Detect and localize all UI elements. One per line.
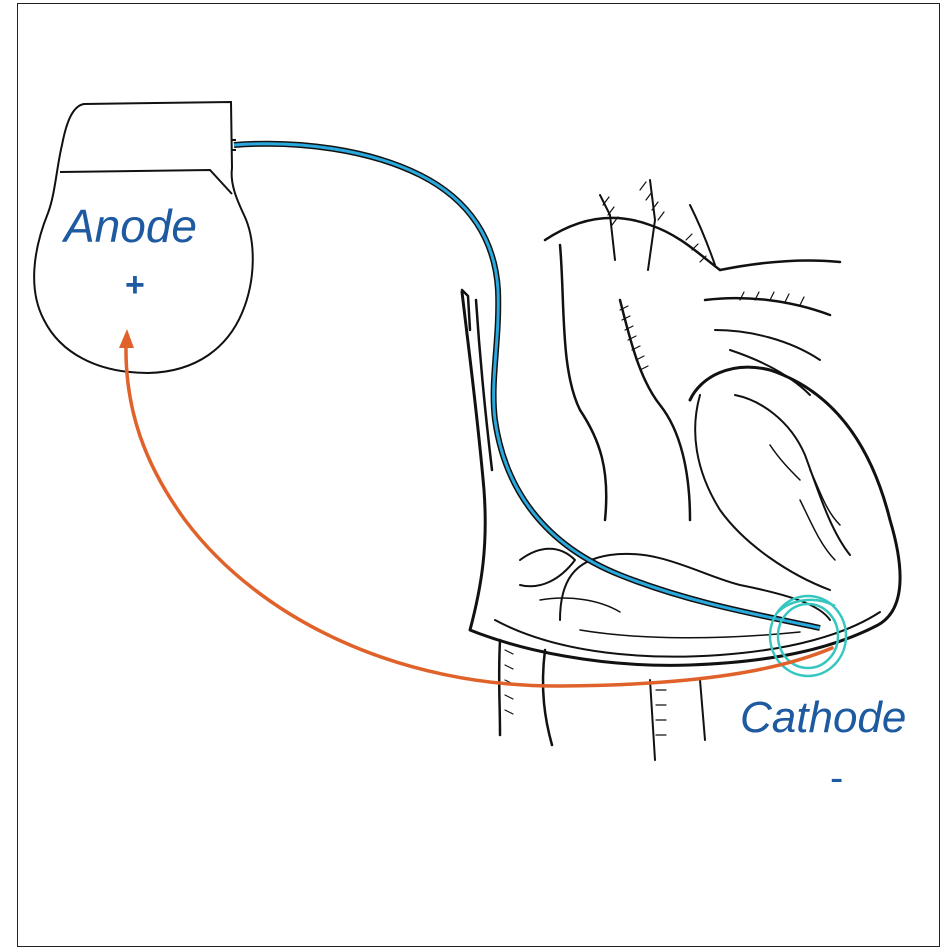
anode-label: Anode: [64, 203, 197, 249]
anode-plus-sign: +: [125, 268, 145, 302]
cathode-label: Cathode: [740, 696, 906, 740]
heart-cross-section-icon: [462, 180, 900, 760]
cathode-minus-sign: -: [830, 758, 843, 798]
